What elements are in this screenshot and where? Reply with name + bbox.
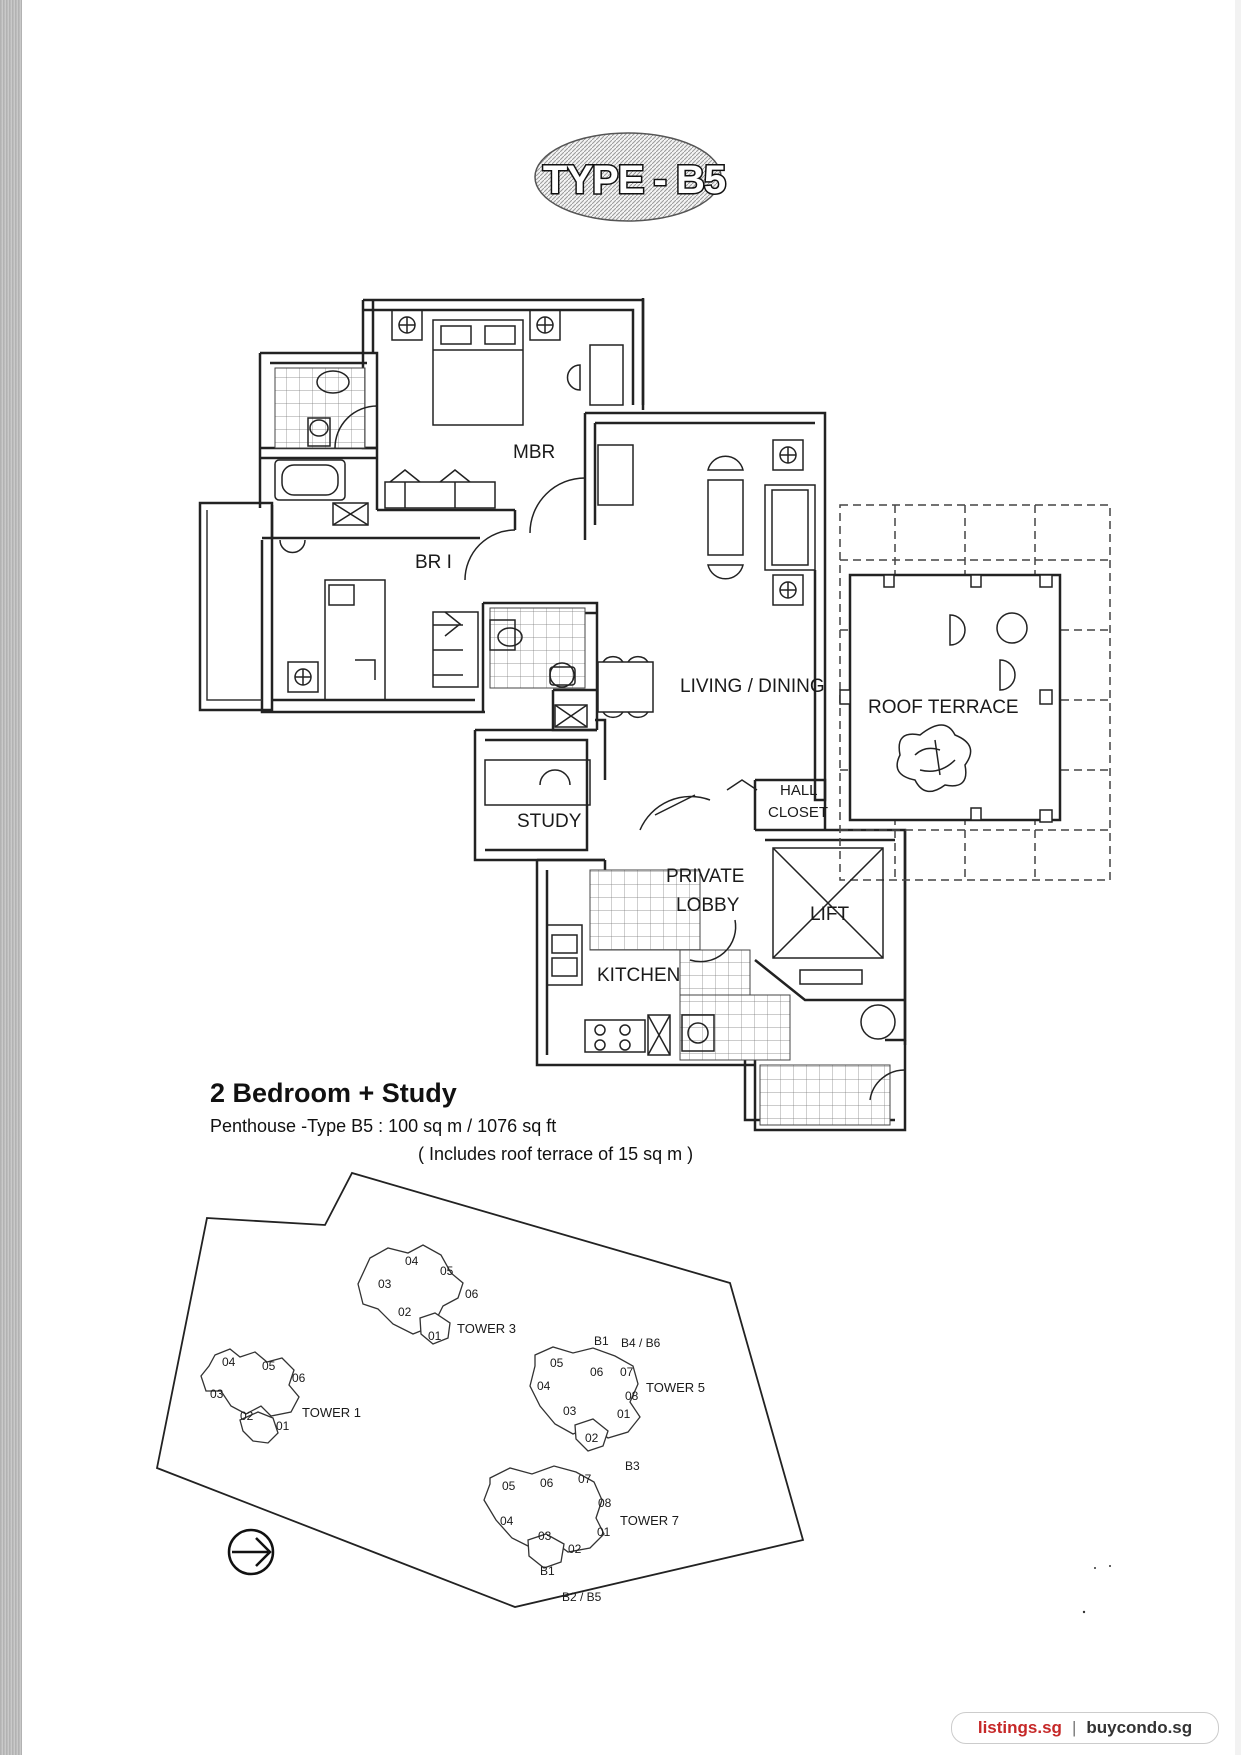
t5-unit: 03 [563, 1404, 577, 1418]
t7-unit: 03 [538, 1529, 552, 1543]
t7-unit: 08 [598, 1496, 612, 1510]
north-arrow-icon [227, 1528, 275, 1576]
footer-separator: | [1071, 1718, 1077, 1737]
scan-edge-right [1235, 0, 1241, 1755]
tower-7-footprint [483, 1465, 605, 1553]
t3-unit: 06 [465, 1287, 479, 1301]
label-study: STUDY [517, 811, 582, 832]
t3-unit: 04 [405, 1254, 419, 1268]
t5-unit: 08 [625, 1389, 639, 1403]
watermark-footer: listings.sg | buycondo.sg [951, 1712, 1219, 1744]
b1-bottom-label: B1 [540, 1564, 555, 1578]
t3-unit: 05 [440, 1264, 454, 1278]
tree-icon [896, 724, 972, 793]
t1-unit: 02 [240, 1409, 254, 1423]
footer-buycondo-link[interactable]: buycondo.sg [1086, 1718, 1193, 1737]
t1-unit: 01 [276, 1419, 290, 1433]
t7-unit: 02 [568, 1542, 582, 1556]
label-mbr: MBR [513, 442, 555, 463]
b4-b6-label: B4 / B6 [621, 1336, 661, 1350]
t5-unit: 06 [590, 1365, 604, 1379]
balcony-lines [206, 510, 262, 701]
kitchen-tiles-c [679, 994, 791, 1061]
tower-3-label: TOWER 3 [457, 1321, 516, 1336]
tower-1-footprint [200, 1348, 300, 1417]
b2-b5-label: B2 / B5 [562, 1590, 602, 1604]
yard-tiles [759, 1064, 891, 1126]
t3-unit: 02 [398, 1305, 412, 1319]
pergola-posts [839, 574, 1053, 823]
tower-3-footprint [357, 1244, 464, 1335]
t7-unit: 06 [540, 1476, 554, 1490]
scan-edge [0, 0, 22, 1755]
furniture [274, 309, 906, 1101]
t1-unit: 05 [262, 1359, 276, 1373]
t3-unit: 03 [378, 1277, 392, 1291]
label-kitchen: KITCHEN [597, 965, 680, 986]
tower-7-label: TOWER 7 [620, 1513, 679, 1528]
t5-unit: 07 [620, 1365, 634, 1379]
title-badge: TYPE - B5 [534, 132, 728, 222]
terrace-furniture [949, 612, 1028, 691]
tower-1-wing [239, 1411, 279, 1444]
mbr-bath-tiles [274, 367, 366, 449]
t1-unit: 04 [222, 1355, 236, 1369]
label-private: PRIVATE [666, 866, 744, 887]
t5-unit: 02 [585, 1431, 599, 1445]
title-text: TYPE - B5 [543, 158, 726, 202]
title-ellipse [534, 132, 722, 222]
t5-unit: 05 [550, 1356, 564, 1370]
t1-unit: 03 [210, 1387, 224, 1401]
t7-unit: 01 [597, 1525, 611, 1539]
b3-label: B3 [625, 1459, 640, 1473]
site-labels: 04 05 06 03 02 01 TOWER 1 04 05 03 06 02… [210, 1254, 705, 1604]
tower-5-label: TOWER 5 [646, 1380, 705, 1395]
tower-3-wing [419, 1312, 451, 1345]
label-living-dining: LIVING / DINING [680, 676, 825, 697]
footer-listings-link[interactable]: listings.sg [977, 1718, 1062, 1737]
kitchen-tiles-a [589, 869, 701, 951]
caption-terrace-note: ( Includes roof terrace of 15 sq m ) [418, 1144, 694, 1164]
tower-5-footprint [529, 1346, 641, 1439]
caption-heading: 2 Bedroom + Study [210, 1078, 457, 1108]
scan-specks [1082, 1565, 1111, 1614]
label-closet: CLOSET [768, 804, 828, 821]
site-boundary [155, 1171, 805, 1608]
tower-footprints [200, 1244, 641, 1569]
label-hall: HALL [780, 782, 818, 799]
t5-unit: 01 [617, 1407, 631, 1421]
label-br1: BR I [415, 552, 452, 573]
t5-unit: 04 [537, 1379, 551, 1393]
label-lobby: LOBBY [676, 895, 740, 916]
tower-7-wing [527, 1533, 565, 1569]
caption-area: Penthouse -Type B5 : 100 sq m / 1076 sq … [210, 1116, 557, 1136]
t7-unit: 07 [578, 1472, 592, 1486]
t3-unit: 01 [428, 1329, 442, 1343]
t7-unit: 04 [500, 1514, 514, 1528]
t1-unit: 06 [292, 1371, 306, 1385]
room-labels: MBR BR I LIVING / DINING ROOF TERRACE HA… [415, 442, 1019, 986]
label-roof-terrace: ROOF TERRACE [868, 697, 1019, 718]
b1-top-label: B1 [594, 1334, 609, 1348]
tower-5-wing [574, 1418, 609, 1452]
label-lift: LIFT [810, 904, 849, 925]
tower-1-label: TOWER 1 [302, 1405, 361, 1420]
t7-unit: 05 [502, 1479, 516, 1493]
bath2-tiles [489, 607, 586, 689]
